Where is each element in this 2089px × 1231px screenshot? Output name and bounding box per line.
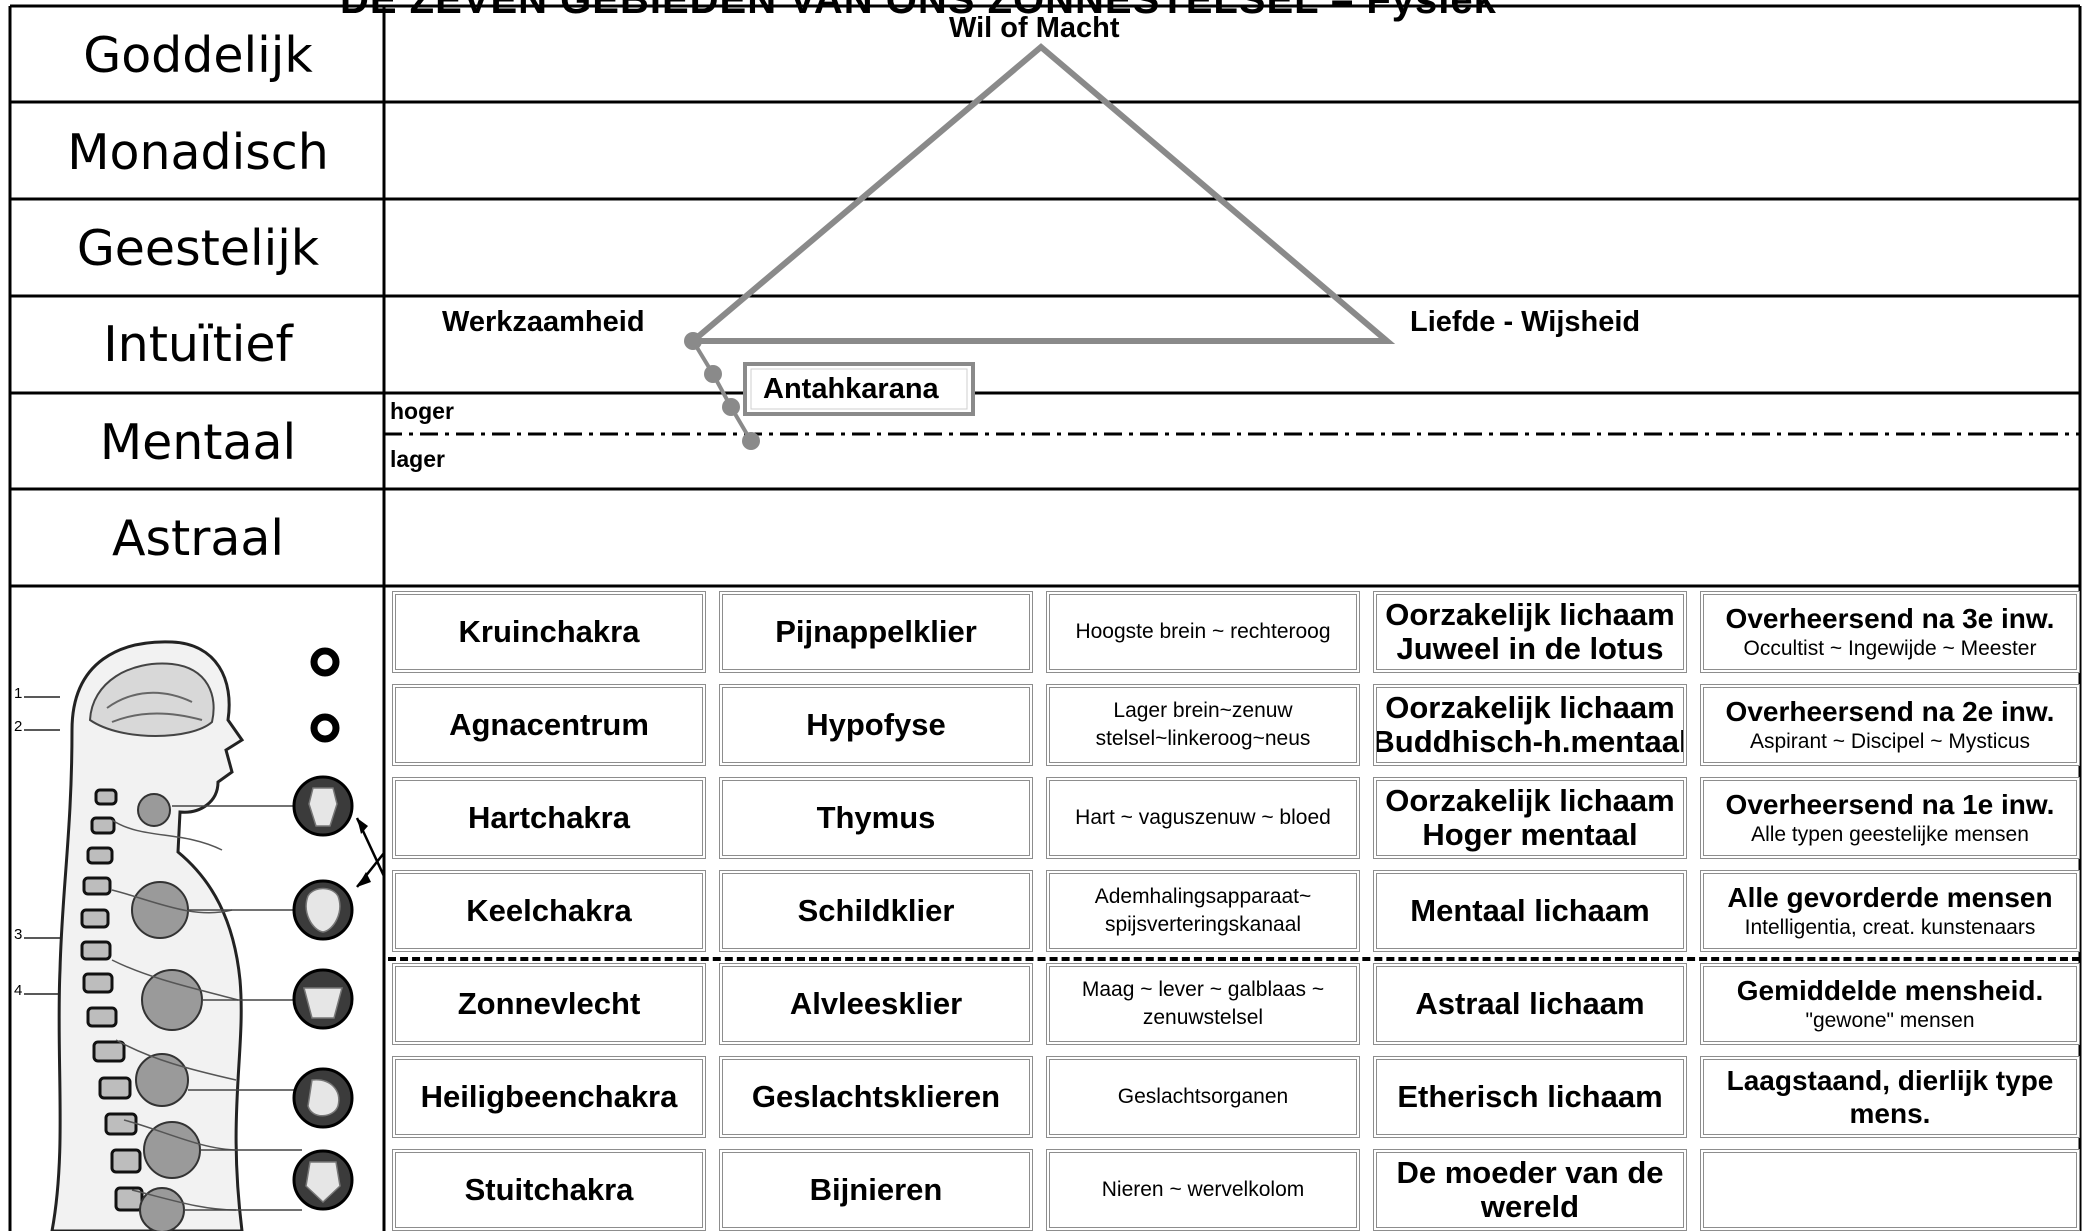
organs-text: Hart ~ vaguszenuw ~ bloed (1075, 805, 1331, 829)
chakra-name: Heiligbeenchakra (420, 1078, 678, 1114)
mental-upper-label: hoger (390, 398, 454, 424)
organs-text: Lager brein~zenuw stelsel~linkeroog~neus (1095, 698, 1311, 750)
organs-text: Maag ~ lever ~ galblaas ~ zenuwstelsel (1081, 977, 1325, 1029)
chakra-cell: Heiligbeenchakra (392, 1056, 706, 1138)
gland-cell: Schildklier (719, 870, 1033, 952)
type-heading: Overheersend na 3e inw. (1725, 602, 2055, 634)
type-heading: Overheersend na 1e inw. (1725, 788, 2055, 820)
organs-cell: Hart ~ vaguszenuw ~ bloed (1046, 777, 1360, 859)
type-heading: Gemiddelde mensheid. (1736, 974, 2044, 1006)
organs-text: Ademhalingsapparaat~ spijsverteringskana… (1094, 884, 1312, 936)
figure-number-2: 2 (14, 718, 23, 735)
type-cell: Gemiddelde mensheid."gewone" mensen (1700, 963, 2080, 1045)
chakra-cell: Keelchakra (392, 870, 706, 952)
gland-name: Hypofyse (806, 706, 946, 742)
chakra-name: Zonnevlecht (457, 985, 641, 1021)
body-text: Mentaal lichaam (1410, 892, 1650, 928)
spine-illustration (24, 640, 384, 1231)
chakra-cell: Hartchakra (392, 777, 706, 859)
gland-name: Bijnieren (809, 1171, 943, 1207)
type-subtext: Intelligentia, creat. kunstenaars (1744, 915, 2036, 939)
body-text: wereld (1480, 1189, 1580, 1224)
organs-cell: Geslachtsorganen (1046, 1056, 1360, 1138)
chakra-name: Keelchakra (466, 892, 632, 928)
body-text: Etherisch lichaam (1397, 1078, 1663, 1114)
gland-cell: Alvleesklier (719, 963, 1033, 1045)
chakra-name: Agnacentrum (449, 706, 649, 742)
gland-cell: Bijnieren (719, 1149, 1033, 1231)
body-text: Juweel in de lotus (1396, 631, 1664, 666)
organs-text: Hoogste brein ~ rechteroog (1075, 619, 1331, 643)
mental-lower-label: lager (390, 446, 445, 472)
body-cell: Mentaal lichaam (1373, 870, 1687, 952)
type-cell: Overheersend na 3e inw.Occultist ~ Ingew… (1700, 591, 2080, 673)
figure-number-3: 3 (14, 926, 23, 943)
chakra-name: Stuitchakra (464, 1171, 634, 1207)
gland-name: Alvleesklier (789, 985, 963, 1021)
gland-cell: Pijnappelklier (719, 591, 1033, 673)
figure-number-4: 4 (14, 982, 23, 999)
plane-label-astraal: Astraal (111, 510, 285, 567)
plane-label-geestelijk: Geestelijk (76, 220, 320, 277)
gland-name: Thymus (816, 799, 936, 835)
body-text: Oorzakelijk lichaam (1385, 596, 1675, 632)
type-heading: Alle gevorderde mensen (1727, 881, 2053, 913)
organs-cell: Maag ~ lever ~ galblaas ~ zenuwstelsel (1046, 963, 1360, 1045)
organs-cell: Hoogste brein ~ rechteroog (1046, 591, 1360, 673)
type-cell: Laagstaand, dierlijk type mens. (1700, 1056, 2080, 1138)
type-subtext: Alle typen geestelijke mensen (1751, 822, 2029, 846)
chakra-name: Kruinchakra (458, 613, 640, 649)
type-cell (1700, 1149, 2080, 1231)
gland-cell: Thymus (719, 777, 1033, 859)
triangle-top-label: Wil of Macht (949, 12, 1120, 44)
body-text: Buddhisch-h.mentaal (1373, 724, 1687, 759)
triangle-right-label: Liefde - Wijsheid (1410, 306, 1641, 338)
body-text: Oorzakelijk lichaam (1385, 782, 1675, 818)
chakra-cell: Stuitchakra (392, 1149, 706, 1231)
plane-label-goddelijk: Goddelijk (83, 27, 313, 84)
organs-cell: Nieren ~ wervelkolom (1046, 1149, 1360, 1231)
body-text: Hoger mentaal (1422, 817, 1638, 852)
body-text: Astraal lichaam (1415, 985, 1645, 1021)
type-cell: Overheersend na 1e inw.Alle typen geeste… (1700, 777, 2080, 859)
chakra-name: Hartchakra (468, 799, 630, 835)
plane-label-intuitief: Intuïtief (103, 316, 293, 373)
gland-cell: Geslachtsklieren (719, 1056, 1033, 1138)
body-cell: Etherisch lichaam (1373, 1056, 1687, 1138)
plane-label-mentaal: Mentaal (99, 414, 297, 471)
chakra-cell: Zonnevlecht (392, 963, 706, 1045)
type-cell: Overheersend na 2e inw.Aspirant ~ Discip… (1700, 684, 2080, 766)
organs-cell: Lager brein~zenuw stelsel~linkeroog~neus (1046, 684, 1360, 766)
gland-cell: Hypofyse (719, 684, 1033, 766)
type-subtext: Occultist ~ Ingewijde ~ Meester (1743, 636, 2037, 660)
antahkarana-label: Antahkarana (763, 373, 939, 405)
gland-name: Geslachtsklieren (751, 1078, 1001, 1114)
organs-text: Nieren ~ wervelkolom (1101, 1177, 1305, 1201)
figure-number-1: 1 (14, 685, 23, 702)
gland-name: Pijnappelklier (775, 613, 977, 649)
organs-cell: Ademhalingsapparaat~ spijsverteringskana… (1046, 870, 1360, 952)
organs-text: Geslachtsorganen (1117, 1084, 1289, 1108)
type-subtext: Aspirant ~ Discipel ~ Mysticus (1749, 729, 2031, 753)
type-heading: Overheersend na 2e inw. (1725, 695, 2055, 727)
type-heading: Laagstaand, dierlijk type mens. (1726, 1064, 2054, 1129)
row-separator-dashed (388, 957, 2080, 961)
chakra-cell: Agnacentrum (392, 684, 706, 766)
gland-name: Schildklier (797, 892, 955, 928)
triangle-left-label: Werkzaamheid (442, 306, 645, 338)
type-subtext: "gewone" mensen (1805, 1008, 1975, 1032)
body-cell: Astraal lichaam (1373, 963, 1687, 1045)
plane-label-monadisch: Monadisch (67, 124, 329, 181)
body-text: Oorzakelijk lichaam (1385, 689, 1675, 725)
body-text: De moeder van de (1396, 1154, 1664, 1190)
chakra-cell: Kruinchakra (392, 591, 706, 673)
body-figure: 1 2 3 4 (12, 590, 384, 1231)
